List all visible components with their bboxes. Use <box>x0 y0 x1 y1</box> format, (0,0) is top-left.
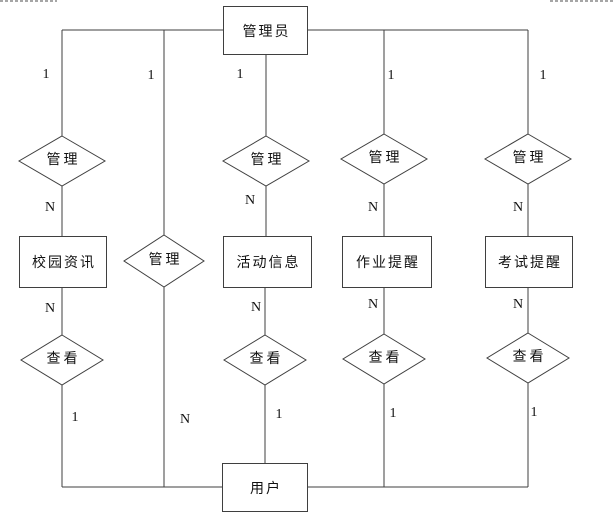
diamond-view-exam <box>486 332 570 384</box>
cardinality-admin-activity: 1 <box>236 67 244 82</box>
diamond-view-homework <box>342 333 426 385</box>
entity-exam-reminder: 考试提醒 <box>485 236 573 288</box>
cardinality-manage-activity-n: N <box>244 193 256 208</box>
cardinality-homework-view-n: N <box>367 297 379 312</box>
relation-view-news-label: 查看 <box>46 352 81 367</box>
cardinality-direct-user-n: N <box>179 412 191 427</box>
cardinality-manage-news-n: N <box>44 200 56 215</box>
relation-manage-activity-label: 管理 <box>250 153 285 168</box>
relation-view-exam-label: 查看 <box>512 350 547 365</box>
relation-view-homework-label: 查看 <box>368 351 403 366</box>
cardinality-exam-view-n: N <box>512 297 524 312</box>
relation-manage-news-label: 管理 <box>46 153 81 168</box>
cardinality-admin-news: 1 <box>42 67 50 82</box>
cardinality-view-activity-user: 1 <box>275 407 283 422</box>
relation-manage-homework-label: 管理 <box>368 151 403 166</box>
diamond-manage-news <box>18 135 106 187</box>
entity-user: 用户 <box>222 463 308 512</box>
cardinality-view-exam-user: 1 <box>530 405 538 420</box>
cardinality-news-view-n: N <box>44 301 56 316</box>
entity-homework-reminder: 作业提醒 <box>342 236 432 288</box>
diamond-manage-homework <box>340 133 428 185</box>
cardinality-view-news-user: 1 <box>71 410 79 425</box>
diamond-manage-direct <box>123 234 205 288</box>
cardinality-view-homework-user: 1 <box>389 406 397 421</box>
cardinality-activity-view-n: N <box>250 300 262 315</box>
diamond-manage-exam <box>484 133 572 185</box>
entity-admin: 管理员 <box>223 6 308 55</box>
relation-manage-exam-label: 管理 <box>512 151 547 166</box>
cardinality-manage-exam-n: N <box>512 200 524 215</box>
cardinality-admin-exam: 1 <box>539 68 547 83</box>
screen-artifact-top-left <box>0 0 57 2</box>
cardinality-manage-homework-n: N <box>367 200 379 215</box>
entity-campus-news-label: 校园资讯 <box>32 256 96 271</box>
diamond-view-activity <box>223 334 307 386</box>
screen-artifact-top-right <box>550 0 614 2</box>
entity-activity-info-label: 活动信息 <box>236 256 301 271</box>
cardinality-admin-homework: 1 <box>387 68 395 83</box>
entity-exam-reminder-label: 考试提醒 <box>498 256 562 271</box>
cardinality-admin-direct: 1 <box>147 68 155 83</box>
diamond-view-news <box>20 334 104 386</box>
entity-admin-label: 管理员 <box>242 24 291 40</box>
entity-activity-info: 活动信息 <box>223 236 312 288</box>
entity-campus-news: 校园资讯 <box>19 236 107 288</box>
diamond-manage-activity <box>222 135 310 187</box>
entity-user-label: 用户 <box>250 481 282 497</box>
relation-view-activity-label: 查看 <box>249 352 284 367</box>
relation-manage-direct-label: 管理 <box>148 253 183 268</box>
entity-homework-reminder-label: 作业提醒 <box>356 256 420 271</box>
